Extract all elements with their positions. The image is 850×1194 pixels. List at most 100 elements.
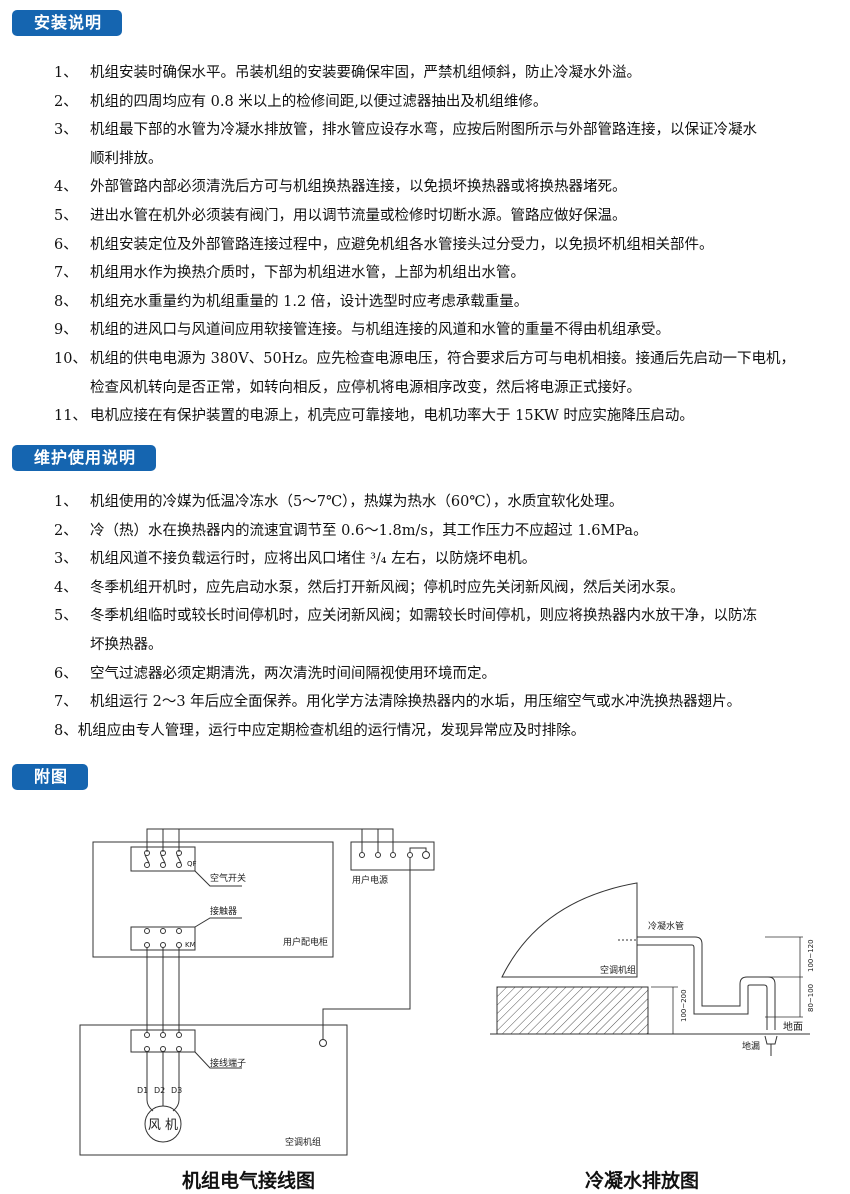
item-number: 10、 [54, 350, 87, 367]
drain-diagram: 冷凝水管 空调机组 100~200 100~120 80~100 地面 地漏 [490, 882, 815, 1056]
item-number: 3、 [54, 551, 78, 568]
list-item: 3、机组最下部的水管为冷凝水排放管，排水管应设存水弯，应按后附图所示与外部管路连… [0, 116, 850, 173]
list-item: 2、机组的四周均应有 0.8 米以上的检修间距,以便过滤器抽出及机组维修。 [0, 88, 850, 117]
wiring-diagram-caption: 机组电气接线图 [182, 1170, 316, 1192]
list-item: 8、机组充水重量约为机组重量的 1.2 倍，设计选型时应考虑承载重量。 [0, 288, 850, 317]
air-switch-contacts [144, 850, 182, 868]
install-instructions-list: 1、机组安装时确保水平。吊装机组的安装要确保牢固，严禁机组倾斜，防止冷凝水外溢。… [0, 59, 850, 431]
item-text: 冬季机组开机时，应先启动水泵，然后打开新风阀；停机时应先关闭新风阀，然后关闭水泵… [90, 579, 685, 596]
fan-wires [146, 1052, 180, 1112]
item-text: 顺利排放。 [90, 150, 163, 167]
item-text: 冷（热）水在换热器内的流速宜调节至 0.6～1.8m/s，其工作压力不应超过 1… [90, 522, 648, 539]
terminal-leader [194, 1051, 242, 1069]
ground-label: 地面 [783, 1020, 803, 1033]
dim-block-label: 100~200 [680, 989, 688, 1022]
item-number: 9、 [54, 322, 78, 339]
item-number: 1、 [54, 494, 78, 510]
distribution-cabinet-box [92, 841, 334, 958]
list-item: 3、机组风道不接负载运行时，应将出风口堵住 ³/₄ 左右，以防烧坏电机。 [0, 545, 850, 574]
contactor-leader [194, 917, 242, 928]
terminal-contacts [144, 1032, 182, 1052]
section-header-maintenance: 维护使用说明 [12, 445, 157, 471]
item-text: 机组用水作为换热介质时，下部为机组进水管，上部为机组出水管。 [90, 265, 525, 282]
item-number: 2、 [54, 93, 78, 110]
d1-label: D1 [137, 1086, 148, 1095]
fan-motor-icon [144, 1105, 182, 1143]
cabinet-label: 用户配电柜 [283, 936, 328, 948]
air-switch-leader [194, 870, 242, 887]
contactor-label: 接触器 [210, 905, 237, 917]
list-item: 1、机组安装时确保水平。吊装机组的安装要确保牢固，严禁机组倾斜，防止冷凝水外溢。 [0, 59, 850, 88]
fan-label: 风 机 [148, 1118, 178, 1133]
list-item: 7、机组运行 2～3 年后应全面保养。用化学方法清除换热器内的水垢，用压缩空气或… [0, 688, 850, 717]
item-number: 6、 [54, 665, 78, 682]
contactor-contacts [144, 928, 182, 948]
ground-icon [319, 1039, 327, 1047]
item-text: 电机应接在有保护装置的电源上，机壳应可靠接地，电机功率大于 15KW 时应实施降… [90, 408, 694, 425]
item-text: 机组充水重量约为机组重量的 1.2 倍，设计选型时应考虑承载重量。 [90, 293, 529, 310]
item-text: 机组风道不接负载运行时，应将出风口堵住 ³/₄ 左右，以防烧坏电机。 [90, 551, 537, 568]
ground-wire [322, 858, 411, 1040]
item-text: 机组的进风口与风道间应用软接管连接。与机组连接的风道和水管的重量不得由机组承受。 [90, 322, 670, 339]
section-header-install: 安装说明 [12, 10, 123, 36]
item-text: 机组运行 2～3 年后应全面保养。用化学方法清除换热器内的水垢，用压缩空气或水冲… [90, 694, 742, 711]
air-switch-label: 空气开关 [210, 872, 246, 884]
user-power-label: 用户电源 [352, 874, 388, 886]
item-text: 空气过滤器必须定期清洗，两次清洗时间间隔视使用环境而定。 [90, 665, 496, 682]
list-item: 4、外部管路内部必须清洗后方可与机组换热器连接，以免损坏换热器或将换热器堵死。 [0, 173, 850, 202]
d3-label: D3 [171, 1086, 182, 1095]
item-text: 检查风机转向是否正常，如转向相反，应停机将电源相序改变，然后将电源正式接好。 [90, 379, 641, 396]
pipe-label: 冷凝水管 [648, 920, 684, 932]
item-number: 8、 [54, 722, 78, 739]
item-text: 机组安装时确保水平。吊装机组的安装要确保牢固，严禁机组倾斜，防止冷凝水外溢。 [90, 65, 641, 81]
drain-diagram-caption: 冷凝水排放图 [585, 1170, 700, 1192]
list-item: 5、冬季机组临时或较长时间停机时，应关闭新风阀；如需较长时间停机，则应将换热器内… [0, 602, 850, 659]
item-number: 11、 [54, 408, 87, 425]
item-number: 5、 [54, 608, 78, 625]
item-number: 3、 [54, 122, 78, 139]
condensate-pipe [637, 936, 776, 1030]
item-text: 坏换热器。 [90, 636, 163, 653]
item-text: 机组使用的冷媒为低温冷冻水（5～7℃），热媒为热水（60℃），水质宜软化处理。 [90, 494, 624, 510]
air-switch-box [130, 846, 196, 872]
list-item: 5、进出水管在机外必须装有阀门，用以调节流量或检修时切断水源。管路应做好保温。 [0, 202, 850, 231]
section-header-figures: 附图 [12, 764, 89, 790]
list-item: 4、冬季机组开机时，应先启动水泵，然后打开新风阀；停机时应先关闭新风阀，然后关闭… [0, 574, 850, 603]
item-text: 冬季机组临时或较长时间停机时，应关闭新风阀；如需较长时间停机，则应将换热器内水放… [90, 608, 757, 625]
item-text: 机组安装定位及外部管路连接过程中，应避免机组各水管接头过分受力，以免损坏机组相关… [90, 236, 714, 253]
item-text: 外部管路内部必须清洗后方可与机组换热器连接，以免损坏换热器或将换热器堵死。 [90, 179, 627, 196]
floor-drain-icon [764, 1035, 778, 1056]
wiring-diagram: 空气开关 QF 接触器 KM 用户配电柜 用户电源 接线端子 D1 D2 D3 … [79, 828, 435, 1156]
item-text: 进出水管在机外必须装有阀门，用以调节流量或检修时切断水源。管路应做好保温。 [90, 207, 627, 224]
dim-upper-label: 100~120 [807, 939, 815, 972]
item-number: 6、 [54, 236, 78, 253]
ac-unit-box [79, 1024, 348, 1156]
list-item: 1、机组使用的冷媒为低温冷冻水（5～7℃），热媒为热水（60℃），水质宜软化处理… [0, 488, 850, 517]
list-item: 11、电机应接在有保护装置的电源上，机壳应可靠接地，电机功率大于 15KW 时应… [0, 402, 850, 431]
list-item: 2、冷（热）水在换热器内的流速宜调节至 0.6～1.8m/s，其工作压力不应超过… [0, 517, 850, 546]
qf-label: QF [187, 860, 197, 868]
item-text: 机组最下部的水管为冷凝水排放管，排水管应设存水弯，应按后附图所示与外部管路连接，… [90, 122, 757, 139]
list-item: 6、机组安装定位及外部管路连接过程中，应避免机组各水管接头过分受力，以免损坏机组… [0, 231, 850, 260]
ac-unit-label: 空调机组 [285, 1136, 321, 1148]
item-number: 7、 [54, 694, 78, 711]
item-number: 2、 [54, 522, 78, 539]
item-number: 4、 [54, 579, 78, 596]
item-number: 8、 [54, 293, 78, 310]
d2-label: D2 [154, 1086, 165, 1095]
maintenance-instructions-list: 1、机组使用的冷媒为低温冷冻水（5～7℃），热媒为热水（60℃），水质宜软化处理… [0, 488, 850, 745]
item-text: 机组的供电电源为 380V、50Hz。应先检查电源电压，符合要求后方可与电机相接… [90, 350, 795, 367]
drain-ac-unit-label: 空调机组 [600, 964, 636, 976]
list-item: 10、机组的供电电源为 380V、50Hz。应先检查电源电压，符合要求后方可与电… [0, 345, 850, 402]
item-text: 机组的四周均应有 0.8 米以上的检修间距,以便过滤器抽出及机组维修。 [90, 93, 548, 110]
list-item: 8、机组应由专人管理，运行中应定期检查机组的运行情况，发现异常应及时排除。 [0, 717, 850, 746]
item-number: 1、 [54, 65, 78, 81]
ac-unit-outline [501, 882, 638, 978]
km-label: KM [185, 941, 196, 949]
item-number: 5、 [54, 207, 78, 224]
dim-lower-label: 80~100 [807, 984, 815, 1012]
item-number: 4、 [54, 179, 78, 196]
dimension-lines [651, 936, 803, 1034]
foundation-block [496, 986, 649, 1035]
